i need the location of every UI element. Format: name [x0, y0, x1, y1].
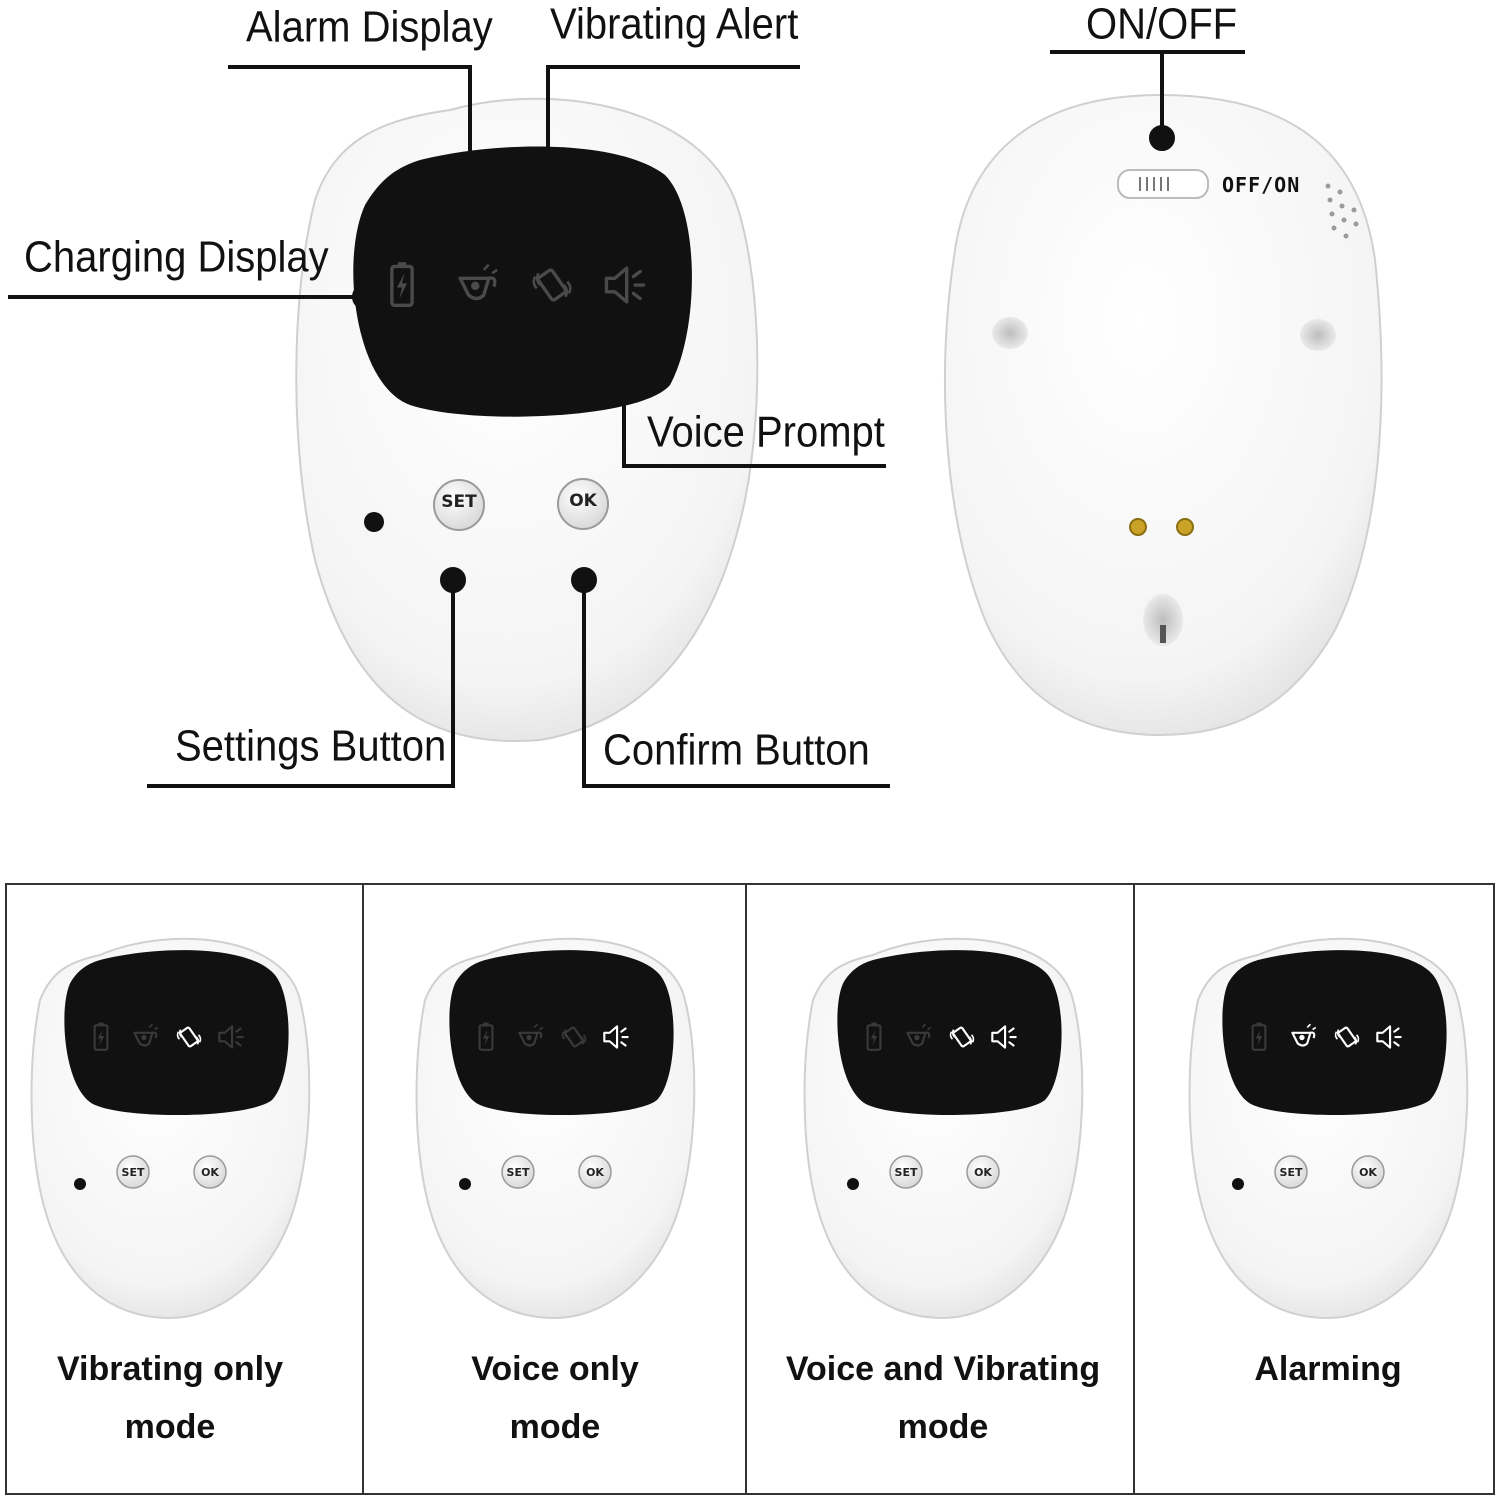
mount-hole-left	[992, 317, 1028, 349]
mode-set-button[interactable]	[1274, 1155, 1308, 1189]
mode-ok-button-label: OK	[974, 1166, 992, 1179]
settings-button-label: Settings Button	[175, 722, 447, 771]
mode-ok-button[interactable]	[578, 1155, 612, 1189]
mode-device-4: SET OK	[1188, 937, 1469, 1320]
sensor-port	[1143, 594, 1183, 646]
mode-label-1: Vibrating only mode	[0, 1340, 355, 1456]
mode-label-line2: mode	[509, 1408, 601, 1446]
back-device	[944, 93, 1383, 737]
mode-device-1: SET OK	[30, 937, 311, 1320]
charge-contact-right	[1176, 518, 1194, 536]
indicator-light	[364, 512, 384, 532]
charging-display-label: Charging Display	[24, 233, 329, 282]
ok-button[interactable]: OK	[569, 491, 597, 511]
mode-device-indicator	[1232, 1178, 1244, 1190]
mode-set-button-label: SET	[507, 1166, 530, 1179]
set-button[interactable]: SET	[441, 492, 477, 512]
voice-prompt-label: Voice Prompt	[647, 408, 885, 457]
mode-label-line1: Alarming	[1254, 1350, 1402, 1388]
ok-button-shape	[557, 478, 609, 530]
mode-ok-button-label: OK	[1359, 1166, 1377, 1179]
mode-set-button-label: SET	[1280, 1166, 1303, 1179]
mode-label-line1: Voice and Vibrating	[785, 1350, 1101, 1388]
speaker-grille	[1325, 183, 1359, 239]
mode-set-button-label: SET	[895, 1166, 918, 1179]
front-screen	[353, 146, 692, 417]
mode-set-button[interactable]	[501, 1155, 535, 1189]
power-switch	[1117, 169, 1209, 199]
mode-label-3: Voice and Vibrating mode	[758, 1340, 1128, 1456]
mode-device-screen	[837, 950, 1062, 1116]
mode-device-2: SET OK	[415, 937, 696, 1320]
vibrating-alert-label: Vibrating Alert	[550, 0, 799, 49]
mode-label-line2: mode	[124, 1408, 216, 1446]
mode-device-indicator	[74, 1178, 86, 1190]
mount-hole-right	[1300, 319, 1336, 351]
mode-label-2: Voice only mode	[370, 1340, 740, 1456]
mode-label-4: Alarming	[1143, 1340, 1500, 1398]
mode-device-3: SET OK	[803, 937, 1084, 1320]
alarm-display-label: Alarm Display	[246, 3, 493, 52]
mode-device-screen	[64, 950, 289, 1116]
mode-label-line1: Voice only	[471, 1350, 639, 1388]
mode-device-screen	[1222, 950, 1447, 1116]
switch-label: OFF/ON	[1222, 173, 1301, 197]
mode-set-button[interactable]	[889, 1155, 923, 1189]
mode-ok-button-label: OK	[201, 1166, 219, 1179]
mode-device-indicator	[459, 1178, 471, 1190]
mode-devices: SET OK SET OK SET OK SET OK	[30, 937, 1469, 1320]
mode-label-line2: mode	[897, 1408, 989, 1446]
mode-set-button[interactable]	[116, 1155, 150, 1189]
confirm-button-label: Confirm Button	[603, 726, 870, 775]
front-device	[295, 97, 759, 742]
front-callout-lines	[8, 65, 890, 788]
mode-ok-button[interactable]	[966, 1155, 1000, 1189]
mode-ok-button[interactable]	[193, 1155, 227, 1189]
mode-device-screen	[449, 950, 674, 1116]
mode-panel-frames	[5, 883, 1495, 1495]
mode-ok-button[interactable]	[1351, 1155, 1385, 1189]
on-off-label: ON/OFF	[1086, 0, 1238, 49]
mode-device-indicator	[847, 1178, 859, 1190]
on-off-callout-line	[1050, 50, 1245, 151]
mode-set-button-label: SET	[122, 1166, 145, 1179]
mode-ok-button-label: OK	[586, 1166, 604, 1179]
charge-contact-left	[1129, 518, 1147, 536]
mode-label-line1: Vibrating only	[56, 1350, 284, 1388]
set-button-shape	[433, 479, 485, 531]
